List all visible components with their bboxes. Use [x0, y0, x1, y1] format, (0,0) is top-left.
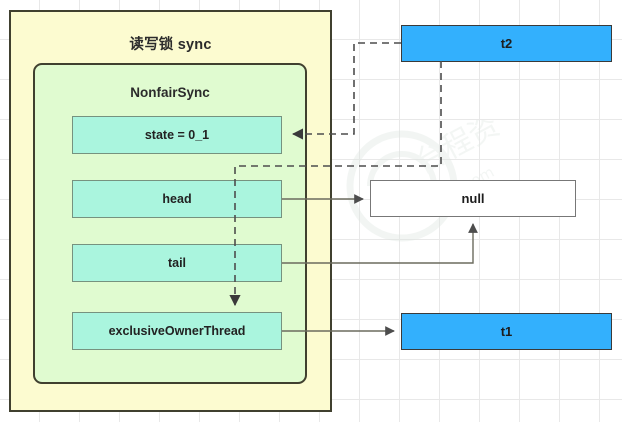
nonfairsync-title: NonfairSync [130, 85, 210, 100]
node-null: null [370, 180, 576, 217]
field-head: head [72, 180, 282, 218]
svg-text:台程资: 台程资 [409, 120, 505, 181]
node-t1: t1 [401, 313, 612, 350]
field-tail: tail [72, 244, 282, 282]
sync-title: 读写锁 sync [129, 37, 212, 53]
field-state: state = 0_1 [72, 116, 282, 154]
node-t2: t2 [401, 25, 612, 62]
field-exclusive-owner-thread: exclusiveOwnerThread [72, 312, 282, 350]
